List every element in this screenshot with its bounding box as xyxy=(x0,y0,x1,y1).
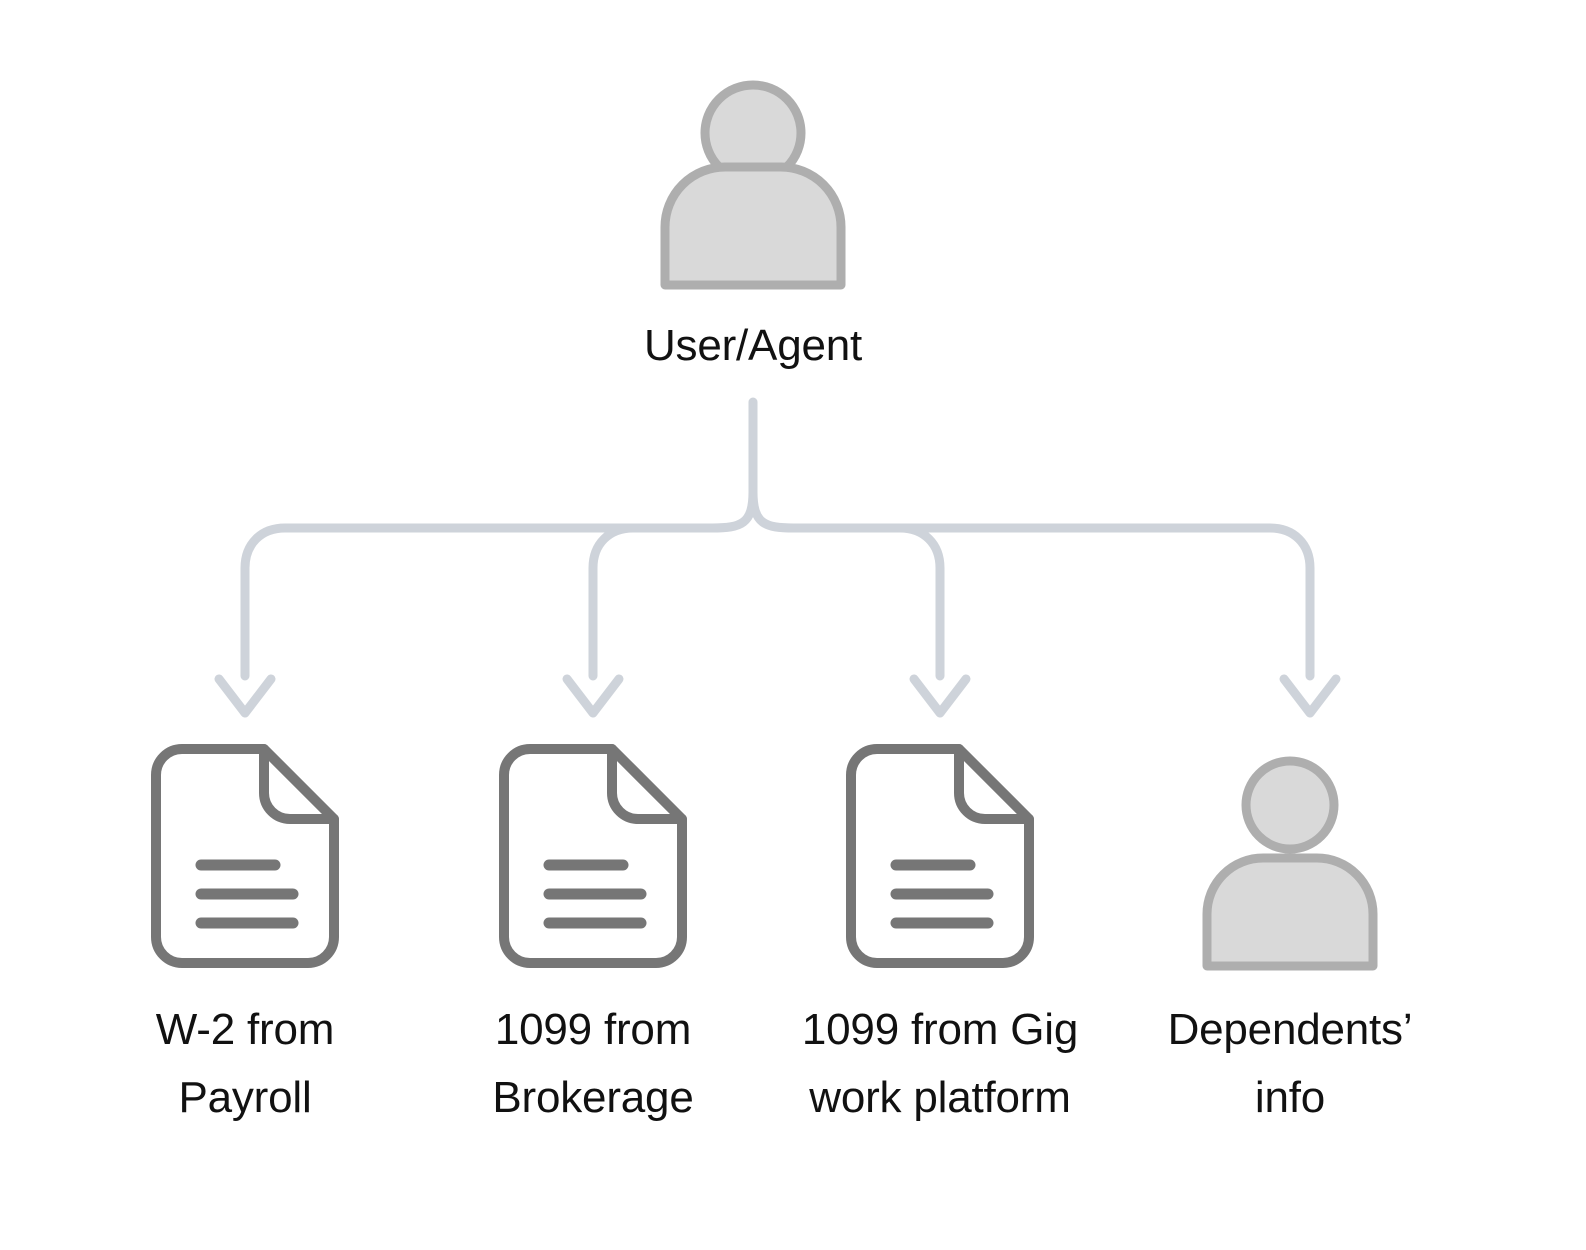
node-1099-brokerage[interactable]: 1099 from Brokerage xyxy=(433,742,753,1132)
arrowhead-icon-1 xyxy=(562,674,624,718)
node-label-1099-brokerage: 1099 from Brokerage xyxy=(492,1005,694,1122)
node-label-1099-gig: 1099 from Gig work platform xyxy=(801,1005,1079,1122)
arrowhead-icon-2 xyxy=(909,674,971,718)
document-icon xyxy=(151,744,339,968)
connector-fork-left xyxy=(240,487,758,681)
node-label-w2-payroll: W-2 from Payroll xyxy=(155,1005,335,1122)
leaf-icon-slot-2 xyxy=(844,742,1036,974)
person-icon xyxy=(660,80,846,290)
node-w2-payroll[interactable]: W-2 from Payroll xyxy=(85,742,405,1132)
node-dependents-info[interactable]: Dependents’ info xyxy=(1130,742,1450,1132)
leaf-icon-slot-3 xyxy=(1185,742,1395,974)
node-1099-gig[interactable]: 1099 from Gig work platform xyxy=(780,742,1100,1132)
document-icon xyxy=(499,744,687,968)
arrowhead-icon-0 xyxy=(214,674,276,718)
document-icon xyxy=(846,744,1034,968)
connector-branch-2 xyxy=(588,523,638,681)
node-user-agent[interactable]: User/Agent xyxy=(553,75,953,380)
leaf-node-row: W-2 from Payroll 1099 from Brokerage xyxy=(0,742,1586,1162)
leaf-icon-slot-0 xyxy=(149,742,341,974)
connector-fork-right xyxy=(748,487,1315,681)
person-icon xyxy=(1202,756,1378,971)
node-label-user-agent: User/Agent xyxy=(643,321,863,370)
leaf-icon-slot-1 xyxy=(497,742,689,974)
connector-branch-3 xyxy=(895,523,945,681)
arrowhead-icon-3 xyxy=(1279,674,1341,718)
node-label-dependents-info: Dependents’ info xyxy=(1167,1005,1413,1122)
